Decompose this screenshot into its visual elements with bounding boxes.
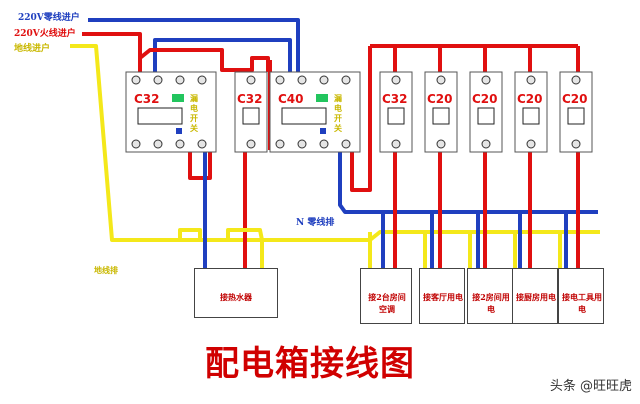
terminal-screw [481, 139, 491, 149]
terminal-screw [526, 75, 536, 85]
terminal-screw [131, 139, 141, 149]
load-label: 接2台房间空调 [368, 292, 406, 314]
terminal-screw [571, 75, 581, 85]
switch-lever [432, 107, 450, 125]
terminal-screw [246, 75, 256, 85]
breaker-4 [424, 71, 458, 153]
breaker-rating: C32 [237, 92, 263, 106]
rcd1-loop-wire [188, 150, 212, 180]
load-box-aircon: 接2台房间空调 [360, 268, 412, 324]
switch-lever [567, 107, 585, 125]
load-label: 接厨房用电 [516, 292, 556, 302]
terminal-screw [436, 139, 446, 149]
diagram-title: 配电箱接线图 [205, 344, 415, 384]
neutral-feed-wire [153, 38, 292, 72]
test-button [176, 128, 182, 134]
switch-lever [242, 107, 260, 125]
load-box-tools: 接电工具用电 [558, 268, 604, 324]
terminal-screw [197, 139, 207, 149]
breaker-rating: C20 [472, 92, 498, 106]
terminal-screw [436, 75, 446, 85]
live-drop-wire [350, 46, 372, 192]
breaker-7 [559, 71, 593, 153]
terminal-screw [197, 75, 207, 85]
test-button [320, 128, 326, 134]
heater-earth-wire [226, 228, 264, 282]
load-label: 接2房间用电 [472, 292, 510, 314]
terminal-screw [391, 75, 401, 85]
neutral-input-label: 220V零线进户 [18, 13, 80, 23]
terminal-screw [341, 139, 351, 149]
load-box-water-heater: 接热水器 [194, 268, 278, 318]
switch-lever [281, 107, 327, 125]
load-box-kitchen: 接厨房用电 [512, 268, 558, 324]
terminal-screw [571, 139, 581, 149]
terminal-screw [175, 75, 185, 85]
breaker-2 [269, 71, 361, 153]
terminal-screw [391, 139, 401, 149]
load-box-living: 接客厅用电 [419, 268, 465, 324]
breaker-rating: C32 [382, 92, 408, 106]
breaker-rating: C32 [134, 92, 160, 106]
breaker-rating: C20 [427, 92, 453, 106]
terminal-screw [175, 139, 185, 149]
live-input-label: 220V火线进户 [14, 29, 76, 39]
switch-lever [522, 107, 540, 125]
load-label: 接电工具用电 [562, 292, 602, 314]
terminal-screw [131, 75, 141, 85]
breaker-rating: C20 [562, 92, 588, 106]
watermark: 头条 @旺旺虎 [549, 379, 632, 394]
terminal-screw [275, 139, 285, 149]
neutral-input-wire [88, 18, 300, 72]
earth-hop-1 [178, 228, 202, 240]
terminal-screw [319, 139, 329, 149]
breaker-body [559, 71, 593, 153]
terminal-screw [153, 75, 163, 85]
terminal-screw [297, 75, 307, 85]
live-input-wire [82, 32, 142, 72]
terminal-screw [153, 139, 163, 149]
terminal-screw [526, 139, 536, 149]
terminal-screw [319, 75, 329, 85]
load-label: 接客厅用电 [423, 292, 463, 302]
breaker-5 [469, 71, 503, 153]
earth-input-wire [70, 44, 600, 242]
load-box-rooms: 接2房间用电 [467, 268, 513, 324]
breaker-rating: C40 [278, 92, 304, 106]
switch-lever [477, 107, 495, 125]
terminal-screw [341, 75, 351, 85]
terminal-screw [297, 139, 307, 149]
terminal-screw [275, 75, 285, 85]
breaker-note: 漏电开关 [190, 94, 198, 133]
breaker-note: 漏电开关 [334, 94, 342, 133]
switch-lever [137, 107, 183, 125]
breaker-3 [379, 71, 413, 153]
switch-lever [387, 107, 405, 125]
load-label: 接热水器 [220, 292, 252, 302]
terminal-screw [481, 75, 491, 85]
live-feed-wire [138, 48, 270, 72]
earth-input-label: 地线进户 [14, 44, 51, 54]
breaker-0 [125, 71, 217, 153]
breaker-1 [234, 71, 268, 153]
test-indicator [172, 94, 184, 102]
breaker-rating: C20 [517, 92, 543, 106]
neutral-bar [338, 150, 598, 214]
breaker-6 [514, 71, 548, 153]
neutral-bar-label: N 零线排 [296, 218, 335, 228]
test-indicator [316, 94, 328, 102]
terminal-screw [246, 139, 256, 149]
earth-bar-label: 地线排 [94, 265, 118, 275]
breaker-body [234, 71, 268, 153]
